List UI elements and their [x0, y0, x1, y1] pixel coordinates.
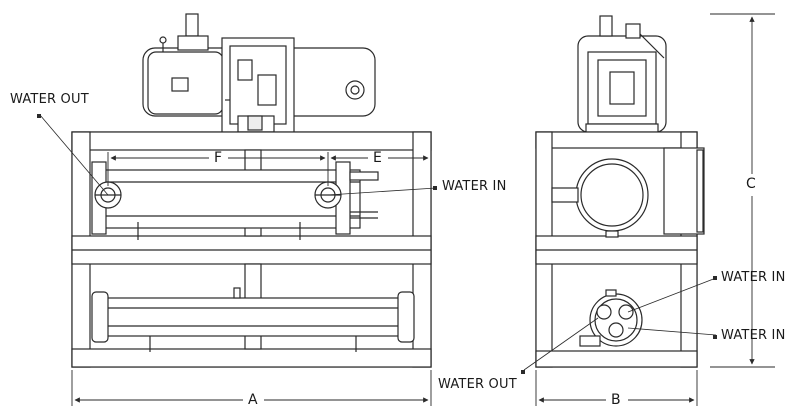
leader-lines [39, 114, 717, 371]
label-bullets [37, 114, 717, 374]
water-out-label-bottom: WATER OUT [438, 377, 517, 392]
side-upper-vessel [551, 158, 649, 238]
dimension-f: F [212, 150, 225, 166]
water-out-label-top: WATER OUT [10, 92, 89, 107]
dimension-b: B [609, 392, 623, 408]
water-in-label-front: WATER IN [442, 179, 507, 194]
dimension-e: E [371, 150, 384, 166]
front-nozzle-left [94, 181, 122, 209]
water-in-label-side-lower: WATER IN [721, 328, 786, 343]
front-lower-exchanger [91, 287, 415, 352]
front-compressor [142, 13, 376, 134]
front-view [71, 13, 432, 368]
dimension-c: C [744, 176, 758, 192]
side-lower-vessel [579, 289, 643, 347]
side-compressor [577, 15, 667, 135]
water-in-label-side-upper: WATER IN [721, 270, 786, 285]
side-view [535, 15, 705, 368]
dimension-lines [71, 13, 775, 406]
dimension-a: A [246, 392, 260, 408]
